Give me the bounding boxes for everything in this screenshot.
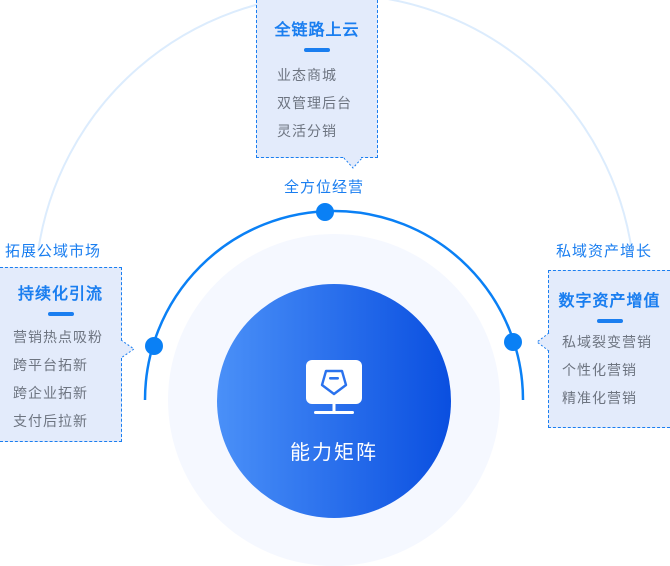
card-title: 数字资产增值 <box>558 291 661 310</box>
node-label-top: 全方位经营 <box>284 178 365 196</box>
card-top: 全链路上云 业态商城 双管理后台 灵活分销 <box>256 0 378 158</box>
card-item: 支付后拉新 <box>13 414 88 430</box>
card-item: 业态商城 <box>277 68 337 84</box>
node-dot-top[interactable] <box>316 203 334 221</box>
card-item: 个性化营销 <box>562 363 637 379</box>
title-underline <box>47 312 74 316</box>
monitor-shield-icon <box>306 360 362 414</box>
card-item: 精准化营销 <box>562 391 637 407</box>
node-label-right: 私域资产增长 <box>556 242 653 260</box>
title-underline <box>304 48 330 52</box>
node-dot-left[interactable] <box>145 337 163 355</box>
card-right: 数字资产增值 私域裂变营销 个性化营销 精准化营销 <box>548 270 670 428</box>
card-left: 持续化引流 营销热点吸粉 跨平台拓新 跨企业拓新 支付后拉新 <box>0 267 122 442</box>
card-item: 营销热点吸粉 <box>13 330 103 346</box>
node-dot-right[interactable] <box>504 333 522 351</box>
card-item: 私域裂变营销 <box>562 335 652 351</box>
outer-ring <box>37 0 633 253</box>
orbit-arc <box>143 209 525 401</box>
card-item: 双管理后台 <box>277 96 352 112</box>
center-title: 能力矩阵 <box>290 440 378 464</box>
card-item: 灵活分销 <box>277 124 337 140</box>
node-label-left: 拓展公域市场 <box>5 242 102 260</box>
card-title: 全链路上云 <box>274 20 360 39</box>
title-underline <box>596 319 623 323</box>
card-title: 持续化引流 <box>17 284 103 303</box>
card-item: 跨平台拓新 <box>13 358 88 374</box>
card-item: 跨企业拓新 <box>13 386 88 402</box>
